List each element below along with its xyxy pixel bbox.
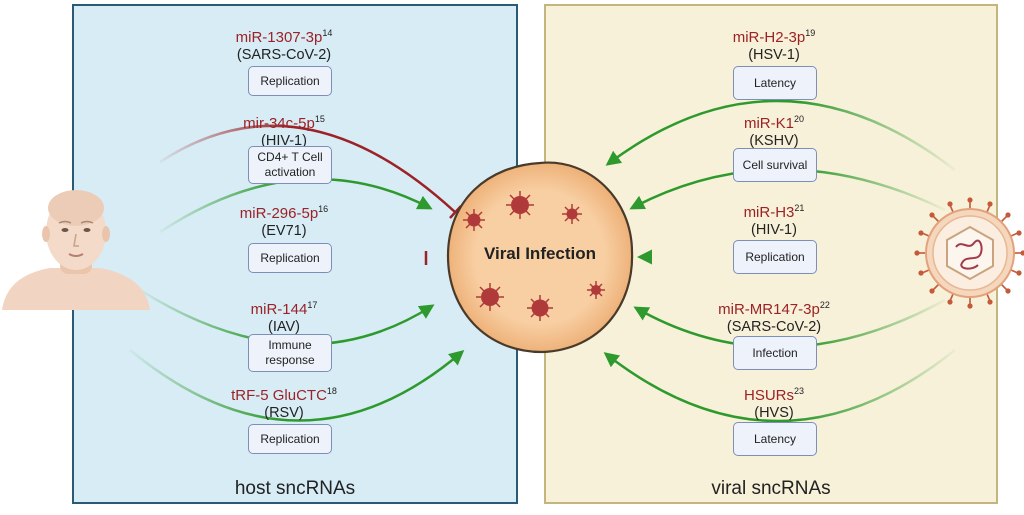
host-rna-3-ref: 16 bbox=[318, 204, 329, 214]
viral-rna-4-name: miR-MR147-3p bbox=[718, 300, 820, 318]
host-rna-4-virus: (IAV) bbox=[268, 318, 300, 335]
viral-rna-1: miR-H2-3p19 (HSV-1) bbox=[674, 25, 874, 64]
host-rna-2-virus: (HIV-1) bbox=[261, 132, 307, 149]
viral-rna-5-virus: (HVS) bbox=[754, 404, 794, 421]
viral-rna-5-name: HSURs bbox=[743, 386, 794, 404]
host-rna-5-ref: 18 bbox=[326, 386, 337, 396]
viral-rna-2-ref: 20 bbox=[794, 114, 805, 124]
virion-icon bbox=[476, 283, 504, 311]
viral-rna-1-ref: 19 bbox=[805, 28, 816, 38]
virus-particle-icon bbox=[914, 197, 1024, 309]
viral-rna-1-name: miR-H2-3p bbox=[732, 28, 806, 46]
viral-effect-box-5: Latency bbox=[733, 422, 817, 456]
viral-rna-1-virus: (HSV-1) bbox=[748, 46, 800, 63]
host-rna-5: tRF-5 GluCTC18 (RSV) bbox=[184, 383, 384, 422]
viral-rna-5-ref: 23 bbox=[794, 386, 805, 396]
viral-rna-2: miR-K120 (KSHV) bbox=[674, 111, 874, 150]
viral-effect-box-2: Cell survival bbox=[733, 148, 817, 182]
viral-rna-4-ref: 22 bbox=[819, 300, 830, 310]
virion-icon bbox=[506, 191, 534, 219]
viral-connector-1 bbox=[605, 99, 956, 171]
viral-rna-2-virus: (KSHV) bbox=[749, 132, 799, 149]
host-effect-box-5: Replication bbox=[248, 424, 332, 454]
viral-rna-3-ref: 21 bbox=[794, 203, 805, 213]
host-rna-5-name: tRF-5 GluCTC bbox=[231, 386, 327, 404]
viral-effect-box-1: Latency bbox=[733, 66, 817, 100]
viral-rna-2-name: miR-K1 bbox=[743, 114, 794, 132]
viral-effect-box-3: Replication bbox=[733, 240, 817, 274]
viral-rna-3-virus: (HIV-1) bbox=[751, 221, 797, 238]
host-effect-box-3: Replication bbox=[248, 243, 332, 273]
host-rna-3-name: miR-296-5p bbox=[239, 204, 319, 222]
host-rna-4-ref: 17 bbox=[307, 300, 318, 310]
host-effect-box-1: Replication bbox=[248, 66, 332, 96]
host-effect-box-2: CD4+ T Cell activation bbox=[248, 146, 332, 184]
host-rna-4-name: miR-144 bbox=[250, 300, 308, 318]
viral-rna-4-virus: (SARS-CoV-2) bbox=[726, 318, 822, 335]
virion-icon bbox=[463, 209, 485, 231]
host-connector-5 bbox=[129, 349, 465, 422]
human-figure-icon bbox=[2, 190, 150, 310]
virion-icon bbox=[587, 281, 605, 299]
viral-panel-title: viral sncRNAs bbox=[711, 478, 831, 499]
host-connector-1 bbox=[159, 124, 456, 213]
host-rna-1-name: miR-1307-3p bbox=[235, 28, 323, 46]
host-rna-2-ref: 15 bbox=[314, 114, 325, 124]
virion-icon bbox=[527, 295, 553, 321]
host-rna-3-virus: (EV71) bbox=[261, 222, 307, 239]
host-rna-1-virus: (SARS-CoV-2) bbox=[236, 46, 332, 63]
host-rna-1: miR-1307-3p14 (SARS-CoV-2) bbox=[184, 25, 384, 64]
viral-rna-4: miR-MR147-3p22 (SARS-CoV-2) bbox=[674, 297, 874, 336]
host-panel-title: host sncRNAs bbox=[234, 478, 356, 499]
viral-connector-5 bbox=[603, 349, 956, 423]
host-rna-2: mir-34c-5p15 (HIV-1) bbox=[184, 111, 384, 150]
viral-rna-3-name: miR-H3 bbox=[743, 203, 795, 221]
host-rna-4: miR-14417 (IAV) bbox=[184, 297, 384, 336]
host-rna-5-virus: (RSV) bbox=[264, 404, 304, 421]
host-rna-2-name: mir-34c-5p bbox=[243, 114, 315, 132]
viral-rna-3: miR-H321 (HIV-1) bbox=[674, 200, 874, 239]
viral-effect-box-4: Infection bbox=[733, 336, 817, 370]
host-effect-box-4: Immune response bbox=[248, 334, 332, 372]
center-label: Viral Infection bbox=[483, 244, 597, 263]
viral-rna-5: HSURs23 (HVS) bbox=[674, 383, 874, 422]
virion-icon bbox=[562, 204, 582, 224]
host-rna-3: miR-296-5p16 (EV71) bbox=[184, 201, 384, 240]
host-rna-1-ref: 14 bbox=[322, 28, 333, 38]
